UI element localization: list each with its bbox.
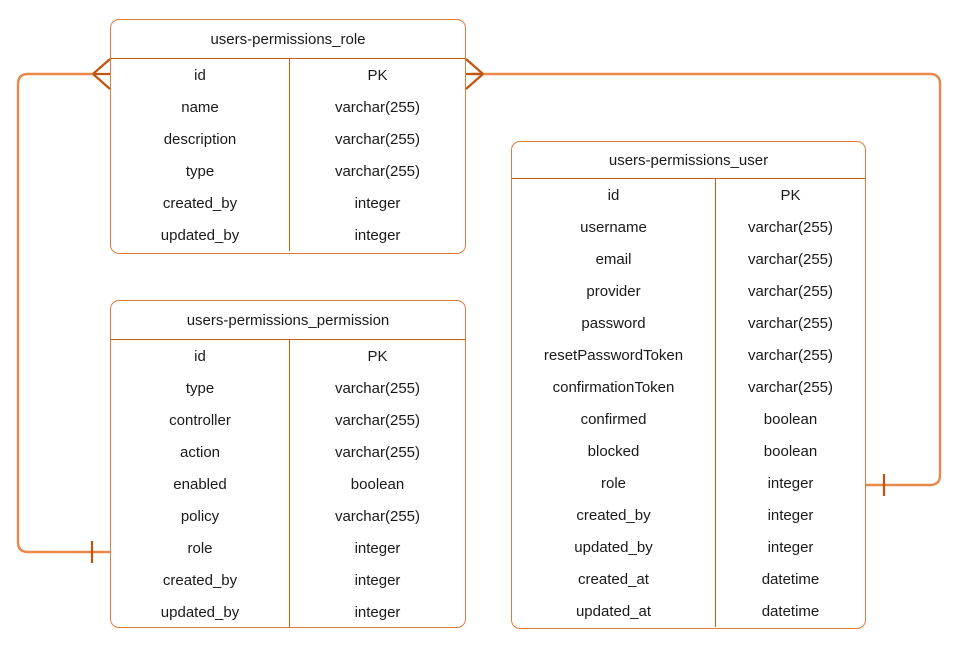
- field-type: varchar(255): [289, 123, 465, 155]
- field-type: integer: [715, 499, 865, 531]
- field-name: username: [580, 218, 647, 236]
- table-row: role integer: [111, 532, 465, 564]
- table-row: updated_by integer: [111, 219, 465, 251]
- table-row: blocked boolean: [512, 435, 865, 467]
- field-name: id: [194, 66, 206, 84]
- field-type: varchar(255): [289, 436, 465, 468]
- table-row: name varchar(255): [111, 91, 465, 123]
- table-row: confirmed boolean: [512, 403, 865, 435]
- field-name: description: [163, 130, 237, 148]
- field-type: varchar(255): [715, 275, 865, 307]
- table-row: updated_by integer: [512, 531, 865, 563]
- table-row: type varchar(255): [111, 372, 465, 404]
- field-type: boolean: [715, 403, 865, 435]
- field-type: PK: [715, 179, 865, 211]
- table-row: resetPasswordToken varchar(255): [512, 339, 865, 371]
- field-name: controller: [169, 411, 231, 429]
- field-name: blocked: [587, 442, 640, 460]
- field-type: integer: [289, 187, 465, 219]
- table-row: username varchar(255): [512, 211, 865, 243]
- field-name: confirmationToken: [552, 378, 675, 396]
- field-name: password: [581, 314, 646, 332]
- field-name: id: [607, 186, 620, 204]
- entity-users-permissions-permission[interactable]: users-permissions_permission id PK type …: [110, 300, 466, 628]
- field-type: varchar(255): [289, 404, 465, 436]
- entity-title-role: users-permissions_role: [111, 20, 465, 59]
- crowsfoot-role-left: [92, 58, 111, 90]
- entity-fields-permission: id PK type varchar(255) controller varch…: [111, 340, 465, 627]
- field-type: integer: [289, 532, 465, 564]
- table-row: created_at datetime: [512, 563, 865, 595]
- entity-users-permissions-user[interactable]: users-permissions_user id PK username va…: [511, 141, 866, 629]
- table-row: id PK: [111, 59, 465, 91]
- field-type: integer: [289, 564, 465, 596]
- field-type: varchar(255): [289, 372, 465, 404]
- field-type: PK: [289, 340, 465, 372]
- field-type: varchar(255): [715, 339, 865, 371]
- table-row: updated_by integer: [111, 596, 465, 627]
- table-row: controller varchar(255): [111, 404, 465, 436]
- field-type: integer: [715, 467, 865, 499]
- table-row: description varchar(255): [111, 123, 465, 155]
- field-type: datetime: [715, 595, 865, 627]
- table-row: confirmationToken varchar(255): [512, 371, 865, 403]
- connector-role-permission: [16, 72, 110, 554]
- field-type: integer: [289, 219, 465, 251]
- field-name: role: [187, 539, 213, 557]
- table-row: enabled boolean: [111, 468, 465, 500]
- field-type: boolean: [289, 468, 465, 500]
- field-name: created_by: [162, 194, 238, 212]
- field-name: provider: [586, 282, 641, 300]
- table-row: role integer: [512, 467, 865, 499]
- field-name: created_by: [162, 571, 238, 589]
- table-row: action varchar(255): [111, 436, 465, 468]
- table-row: created_by integer: [111, 564, 465, 596]
- field-name: action: [179, 443, 221, 461]
- table-row: password varchar(255): [512, 307, 865, 339]
- field-type: varchar(255): [715, 307, 865, 339]
- entity-fields-user: id PK username varchar(255) email varcha…: [512, 179, 865, 627]
- table-row: created_by integer: [512, 499, 865, 531]
- field-name: name: [181, 98, 219, 116]
- entity-users-permissions-role[interactable]: users-permissions_role id PK name varcha…: [110, 19, 466, 254]
- field-name: email: [595, 250, 632, 268]
- field-type: varchar(255): [289, 500, 465, 532]
- field-type: PK: [289, 59, 465, 91]
- field-name: updated_by: [160, 226, 240, 244]
- field-name: enabled: [173, 475, 227, 493]
- field-name: type: [185, 379, 215, 397]
- field-type: integer: [715, 531, 865, 563]
- field-name: type: [185, 162, 215, 180]
- table-row: policy varchar(255): [111, 500, 465, 532]
- field-type: varchar(255): [715, 243, 865, 275]
- table-row: created_by integer: [111, 187, 465, 219]
- entity-title-user: users-permissions_user: [512, 142, 865, 179]
- field-name: policy: [180, 507, 220, 525]
- field-name: resetPasswordToken: [543, 346, 684, 364]
- table-row: id PK: [111, 340, 465, 372]
- crowsfoot-role-right: [465, 58, 484, 90]
- field-name: id: [194, 347, 206, 365]
- field-type: datetime: [715, 563, 865, 595]
- field-name: updated_at: [575, 602, 652, 620]
- field-type: varchar(255): [289, 91, 465, 123]
- table-row: type varchar(255): [111, 155, 465, 187]
- field-name: updated_by: [160, 603, 240, 621]
- field-type: integer: [289, 596, 465, 627]
- field-type: varchar(255): [715, 371, 865, 403]
- field-name: role: [600, 474, 626, 492]
- field-name: updated_by: [574, 538, 653, 556]
- field-name: created_at: [578, 570, 649, 588]
- field-name: created_by: [576, 506, 651, 524]
- field-type: varchar(255): [715, 211, 865, 243]
- table-row: email varchar(255): [512, 243, 865, 275]
- table-row: updated_at datetime: [512, 595, 865, 627]
- field-name: confirmed: [580, 410, 647, 428]
- table-row: id PK: [512, 179, 865, 211]
- field-type: boolean: [715, 435, 865, 467]
- table-row: provider varchar(255): [512, 275, 865, 307]
- field-type: varchar(255): [289, 155, 465, 187]
- entity-fields-role: id PK name varchar(255) description varc…: [111, 59, 465, 251]
- entity-title-permission: users-permissions_permission: [111, 301, 465, 340]
